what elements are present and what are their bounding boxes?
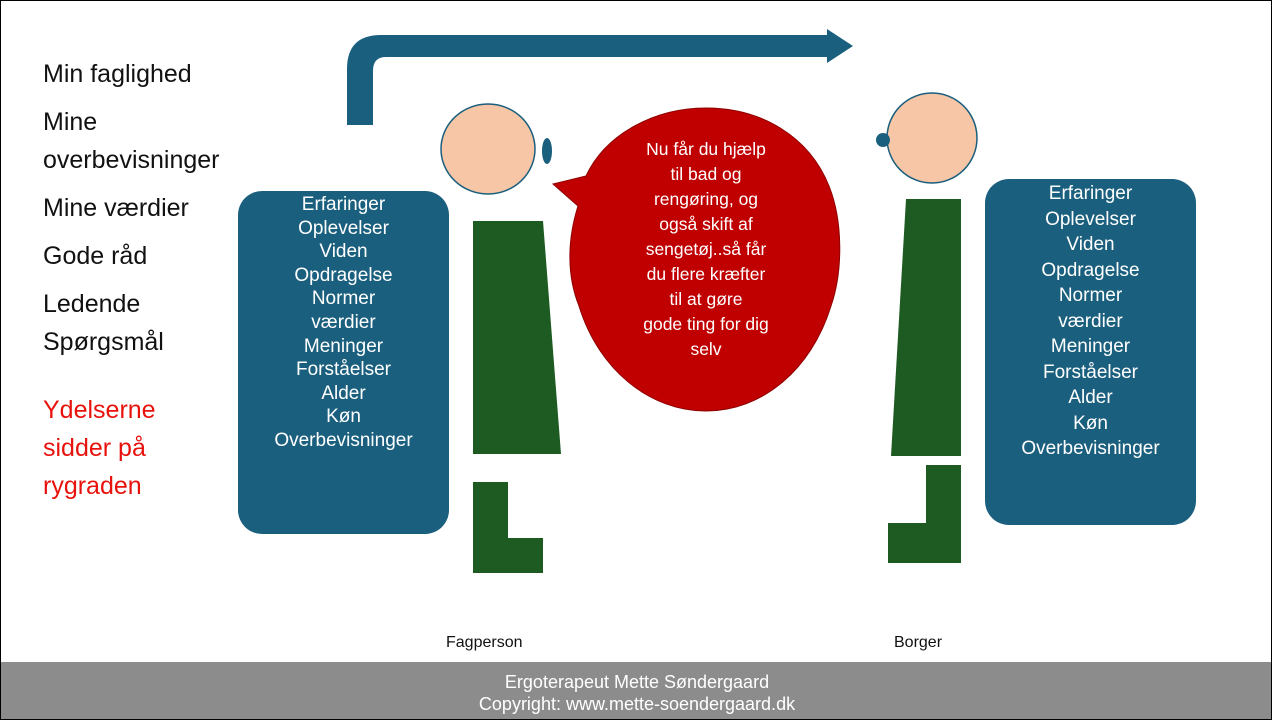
highlight-text: Ydelserne sidder på rygraden [43, 391, 273, 505]
box-line: værdier [1058, 310, 1123, 332]
speech-line: til bad og [670, 164, 742, 184]
highlight-line-3: rygraden [43, 472, 142, 500]
box-line: Forståelser [295, 359, 392, 381]
box-line: værdier [311, 311, 376, 333]
speech-line: til at gøre [669, 289, 743, 309]
speech-line: rengøring, og [653, 189, 759, 209]
box-line: Overbevisninger [1021, 438, 1160, 459]
box-line: Overbevisninger [274, 429, 413, 451]
footer-author: Ergoterapeut Mette Søndergaard [504, 672, 770, 692]
footer-copyright: Copyright: www.mette-soendergaard.dk [478, 694, 796, 714]
speech-bubble-shape [551, 107, 841, 412]
fagperson-ear [542, 138, 552, 164]
box-line: Køn [1073, 412, 1108, 434]
box-line: Viden [319, 241, 368, 263]
box-line: Opdragelse [1041, 259, 1140, 281]
borger-torso [891, 199, 961, 456]
speech-bubble-text: Nu får du hjælp til bad og rengøring, og… [616, 137, 796, 362]
box-line: Oplevelser [1045, 208, 1136, 230]
box-line: Erfaringer [1048, 183, 1133, 204]
arrow-icon [347, 29, 853, 125]
list-item-vaerdier: Mine værdier [43, 194, 189, 222]
speech-line: Nu får du hjælp [646, 139, 766, 159]
fagperson-attributes-box: Erfaringer Oplevelser Viden Opdragelse N… [238, 191, 449, 534]
box-line: Opdragelse [294, 264, 393, 286]
fagperson-caption: Fagperson [446, 634, 523, 651]
list-item-faglighed: Min faglighed [43, 60, 192, 88]
box-line: Normer [1058, 285, 1123, 306]
box-line: Meninger [1050, 336, 1131, 357]
list-item-gode-raad: Gode råd [43, 242, 148, 270]
list-item-overbevisninger: Mine overbevisninger [43, 108, 220, 174]
list-item-ledende-spoergsmaal: Ledende Spørgsmål [43, 290, 164, 356]
highlight-line-1: Ydelserne [43, 396, 156, 424]
box-line: Alder [321, 382, 366, 404]
fagperson-torso [473, 221, 561, 454]
box-line: Køn [326, 406, 361, 428]
borger-caption: Borger [894, 634, 943, 651]
speech-line: sengetøj..så får [645, 239, 767, 259]
box-line: Viden [1066, 234, 1115, 255]
box-line: Normer [311, 288, 376, 310]
box-line: Forståelser [1042, 361, 1139, 383]
speech-line: gode ting for dig [643, 314, 769, 334]
borger-ear [876, 133, 890, 147]
box-line: Alder [1068, 387, 1113, 408]
highlight-line-2: sidder på [43, 434, 146, 462]
box-line: Oplevelser [298, 217, 389, 239]
speech-line: også skift af [659, 214, 753, 234]
box-line: Meninger [303, 335, 384, 357]
borger-leg [888, 465, 961, 563]
fagperson-leg [473, 482, 543, 573]
fagperson-head [440, 103, 536, 195]
left-list: Min faglighed Mine overbevisninger Mine … [43, 55, 273, 505]
box-line: Erfaringer [301, 194, 386, 215]
footer: Ergoterapeut Mette Søndergaard Copyright… [1, 662, 1271, 719]
borger-attributes-box: Erfaringer Oplevelser Viden Opdragelse N… [985, 179, 1196, 525]
speech-line: selv [690, 339, 722, 359]
borger-head [886, 92, 978, 184]
speech-line: du flere kræfter [646, 264, 766, 284]
